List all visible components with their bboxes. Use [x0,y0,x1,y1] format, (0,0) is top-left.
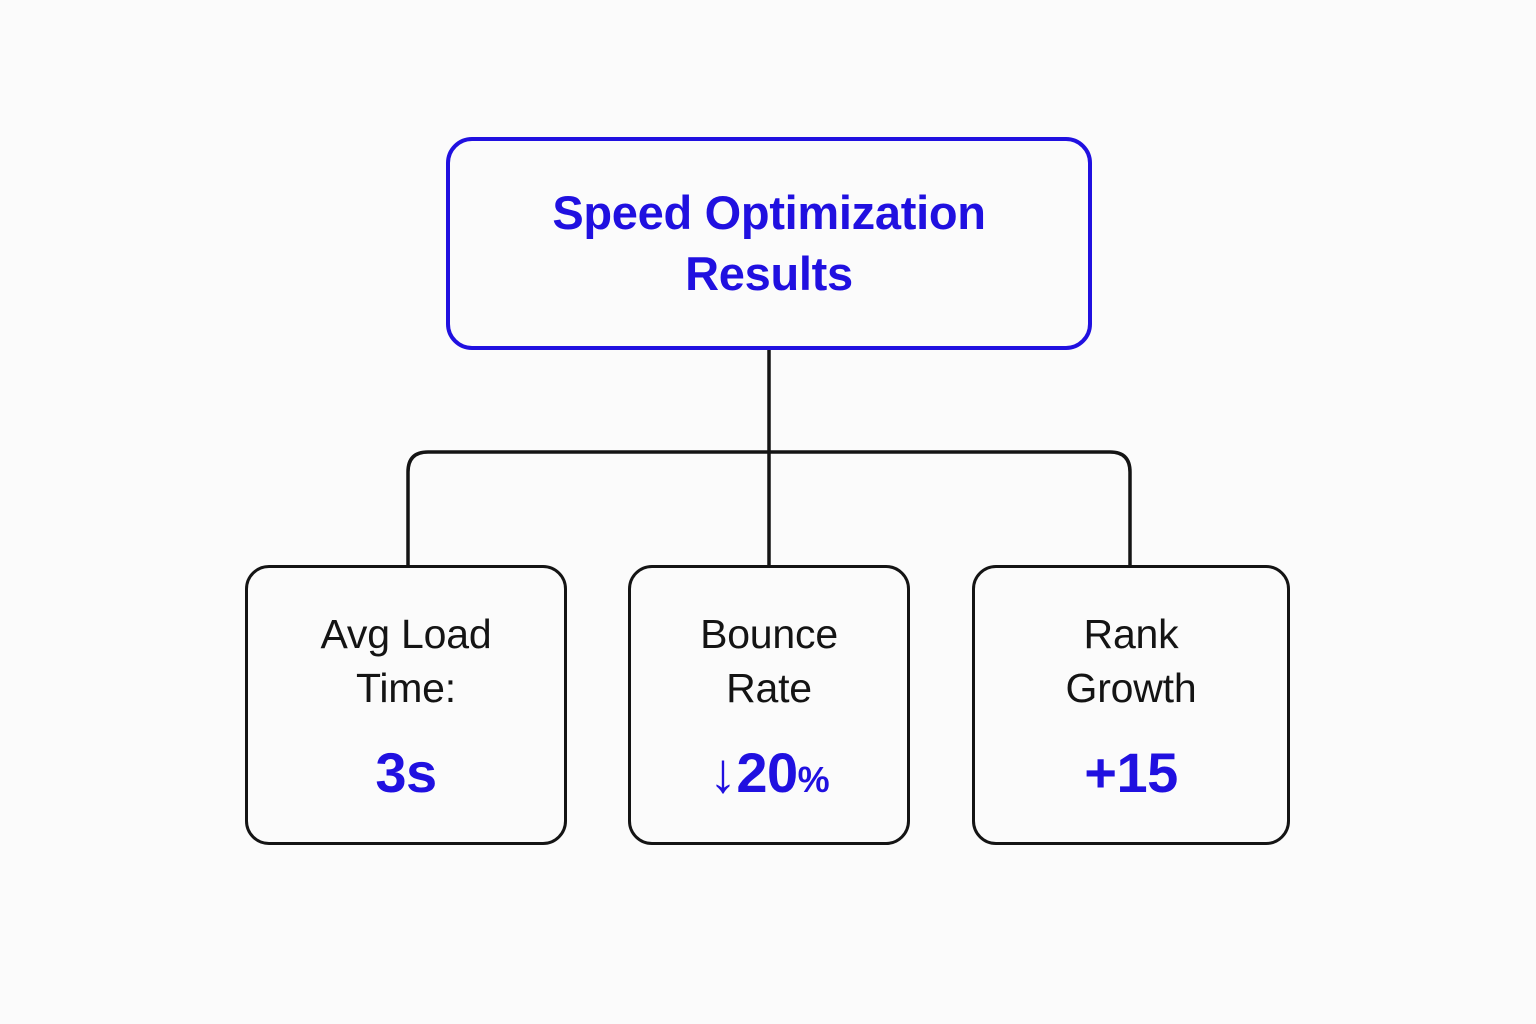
metric-value-suffix-bounce-rate: % [797,758,830,800]
connector-bus-to-avg-load-time [406,450,769,565]
metric-card-avg-load-time[interactable]: Avg Load Time: 3s [245,565,567,845]
connector-bus-to-rank-growth [769,450,1132,565]
metric-label-rank-growth: Rank Growth [1065,610,1197,712]
arrow-down-icon: ↓ [708,740,737,804]
metric-card-bounce-rate[interactable]: Bounce Rate ↓ 20 % [628,565,910,845]
root-node[interactable]: Speed Optimization Results [446,137,1092,350]
metric-label-bounce-rate: Bounce Rate [700,610,838,712]
metric-value-rank-growth: +15 [1084,742,1178,804]
metric-value-avg-load-time: 3s [375,740,437,804]
metric-value-main-rank-growth: +15 [1084,740,1178,804]
metric-card-rank-growth[interactable]: Rank Growth +15 [972,565,1290,845]
metric-label-avg-load-time: Avg Load Time: [320,610,492,712]
metric-value-bounce-rate: ↓ 20 % [708,740,830,804]
root-title: Speed Optimization Results [552,186,986,300]
metric-value-main-bounce-rate: 20 [736,740,798,804]
metric-value-main-avg-load-time: 3s [375,740,437,804]
